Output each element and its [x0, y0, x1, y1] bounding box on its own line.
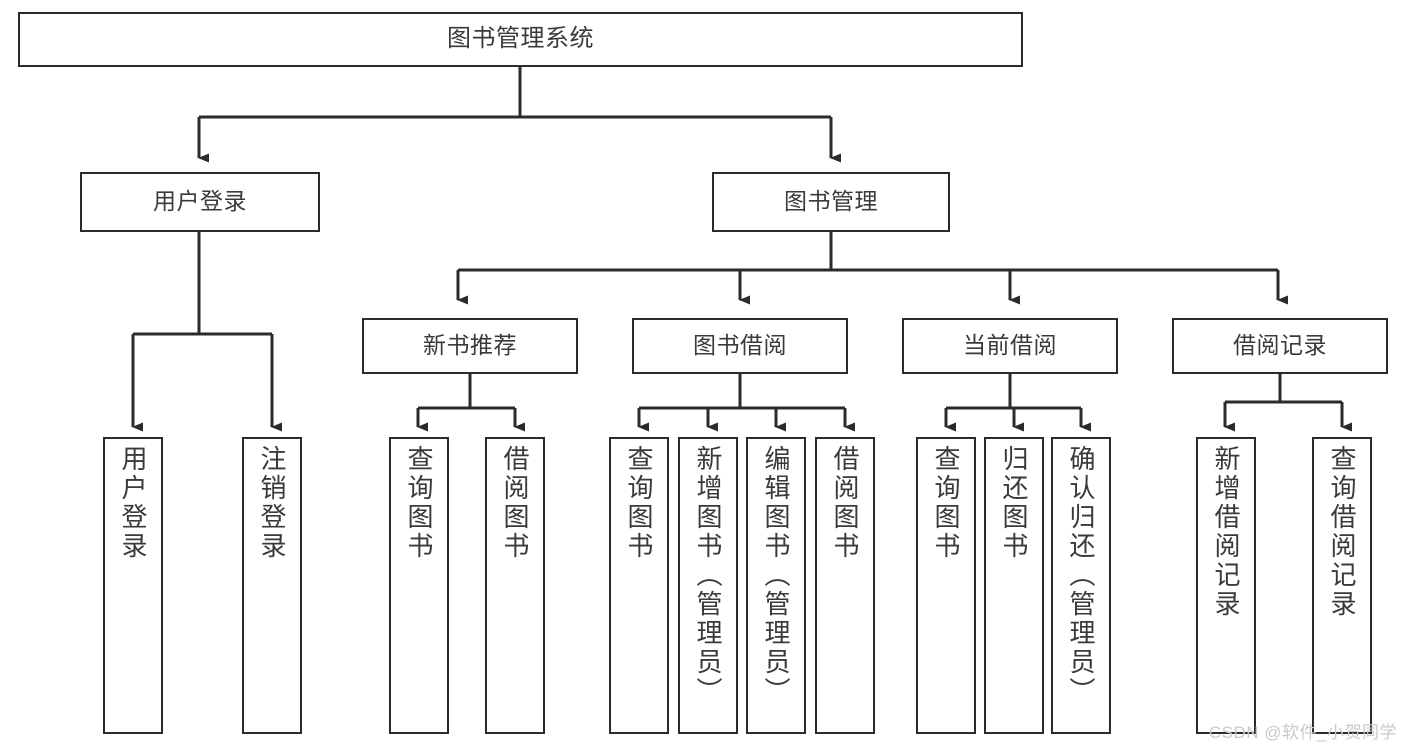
node-new-book-recommend[interactable]: 新书推荐: [362, 318, 578, 374]
node-user-login-label: 用户登录: [153, 188, 247, 215]
node-root-label: 图书管理系统: [447, 25, 594, 53]
leaf-current-borrow-confirm[interactable]: 确认归还（管理员）: [1051, 437, 1111, 734]
leaf-current-borrow-return[interactable]: 归还图书: [984, 437, 1044, 734]
leaf-label: 确认归还（管理员）: [1066, 445, 1096, 706]
watermark: CSDN @软件_小贺同学: [1208, 723, 1397, 742]
leaf-label: 查询图书: [624, 445, 654, 561]
leaf-current-borrow-query[interactable]: 查询图书: [916, 437, 976, 734]
node-book-management-label: 图书管理: [784, 188, 878, 215]
leaf-book-borrow-query[interactable]: 查询图书: [609, 437, 669, 734]
leaf-label: 用户登录: [118, 445, 148, 561]
leaf-borrow-record-add[interactable]: 新增借阅记录: [1196, 437, 1256, 734]
leaf-new-book-query[interactable]: 查询图书: [389, 437, 449, 734]
node-borrow-record-label: 借阅记录: [1233, 332, 1327, 359]
node-new-book-recommend-label: 新书推荐: [423, 332, 517, 359]
node-user-login[interactable]: 用户登录: [80, 172, 320, 232]
leaf-user-login-signout[interactable]: 注销登录: [242, 437, 302, 734]
leaf-label: 查询图书: [931, 445, 961, 561]
leaf-label: 注销登录: [257, 445, 287, 561]
leaf-new-book-borrow[interactable]: 借阅图书: [485, 437, 545, 734]
leaf-label: 查询借阅记录: [1327, 445, 1357, 619]
leaf-book-borrow-edit[interactable]: 编辑图书（管理员）: [746, 437, 806, 734]
leaf-borrow-record-query[interactable]: 查询借阅记录: [1312, 437, 1372, 734]
node-book-borrow[interactable]: 图书借阅: [632, 318, 848, 374]
leaf-user-login-signin[interactable]: 用户登录: [103, 437, 163, 734]
leaf-label: 编辑图书（管理员）: [761, 445, 791, 706]
node-root[interactable]: 图书管理系统: [18, 12, 1023, 67]
node-book-borrow-label: 图书借阅: [693, 332, 787, 359]
leaf-label: 查询图书: [404, 445, 434, 561]
node-book-management[interactable]: 图书管理: [712, 172, 950, 232]
leaf-book-borrow-add[interactable]: 新增图书（管理员）: [678, 437, 738, 734]
node-current-borrow-label: 当前借阅: [963, 332, 1057, 359]
leaf-label: 归还图书: [999, 445, 1029, 561]
leaf-label: 借阅图书: [830, 445, 860, 561]
leaf-book-borrow-lend[interactable]: 借阅图书: [815, 437, 875, 734]
node-borrow-record[interactable]: 借阅记录: [1172, 318, 1388, 374]
node-current-borrow[interactable]: 当前借阅: [902, 318, 1118, 374]
leaf-label: 借阅图书: [500, 445, 530, 561]
leaf-label: 新增借阅记录: [1211, 445, 1241, 619]
leaf-label: 新增图书（管理员）: [693, 445, 723, 706]
